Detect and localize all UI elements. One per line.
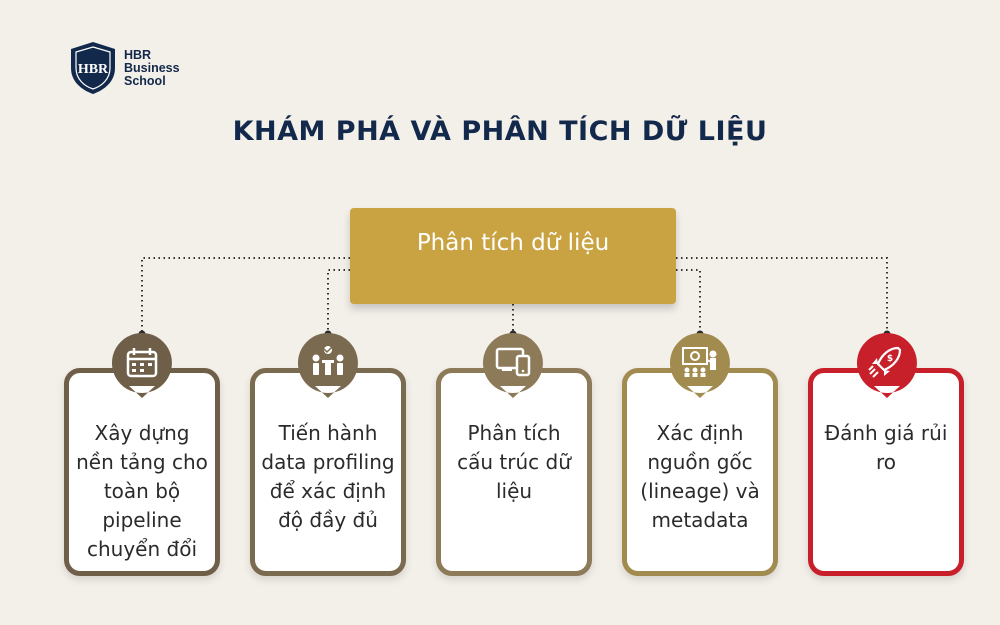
logo-line-3: School bbox=[124, 73, 166, 88]
hbr-logo: HBR HBR Business School bbox=[68, 40, 180, 96]
branch-label-4: Xác định nguồn gốc (lineage) và metadata bbox=[640, 421, 760, 532]
branch-label-3: Phân tích cấu trúc dữ liệu bbox=[457, 421, 571, 503]
branch-card-5: Đánh giá rủi ro bbox=[808, 368, 964, 576]
connector-5 bbox=[676, 257, 888, 332]
connector-4 bbox=[676, 269, 701, 332]
devices-icon bbox=[480, 330, 546, 398]
hbr-shield-icon: HBR bbox=[71, 42, 115, 94]
page-title: KHÁM PHÁ VÀ PHÂN TÍCH DỮ LIỆU bbox=[232, 116, 768, 147]
connector-1 bbox=[141, 257, 350, 332]
branch-label-1: Xây dựng nền tảng cho toàn bộ pipeline c… bbox=[76, 421, 208, 561]
branch-card-2: Tiến hành data profiling để xác định độ … bbox=[250, 368, 406, 576]
branch-label-5: Đánh giá rủi ro bbox=[824, 421, 948, 474]
logo-line-2: Business bbox=[124, 60, 180, 75]
branch-card-1: Xây dựng nền tảng cho toàn bộ pipeline c… bbox=[64, 368, 220, 576]
team-meeting-icon bbox=[295, 330, 361, 398]
calendar-icon bbox=[109, 330, 175, 398]
branch-card-3: Phân tích cấu trúc dữ liệu bbox=[436, 368, 592, 576]
logo-line-1: HBR bbox=[124, 47, 152, 62]
connector-2 bbox=[327, 269, 350, 332]
svg-text:HBR: HBR bbox=[78, 62, 109, 77]
branch-label-2: Tiến hành data profiling để xác định độ … bbox=[261, 421, 395, 532]
root-node: Phân tích dữ liệu bbox=[350, 208, 676, 304]
rocket-icon: $ bbox=[854, 330, 920, 398]
branch-card-4: Xác định nguồn gốc (lineage) và metadata bbox=[622, 368, 778, 576]
presentation-icon bbox=[667, 330, 733, 398]
svg-text:$: $ bbox=[887, 354, 893, 364]
